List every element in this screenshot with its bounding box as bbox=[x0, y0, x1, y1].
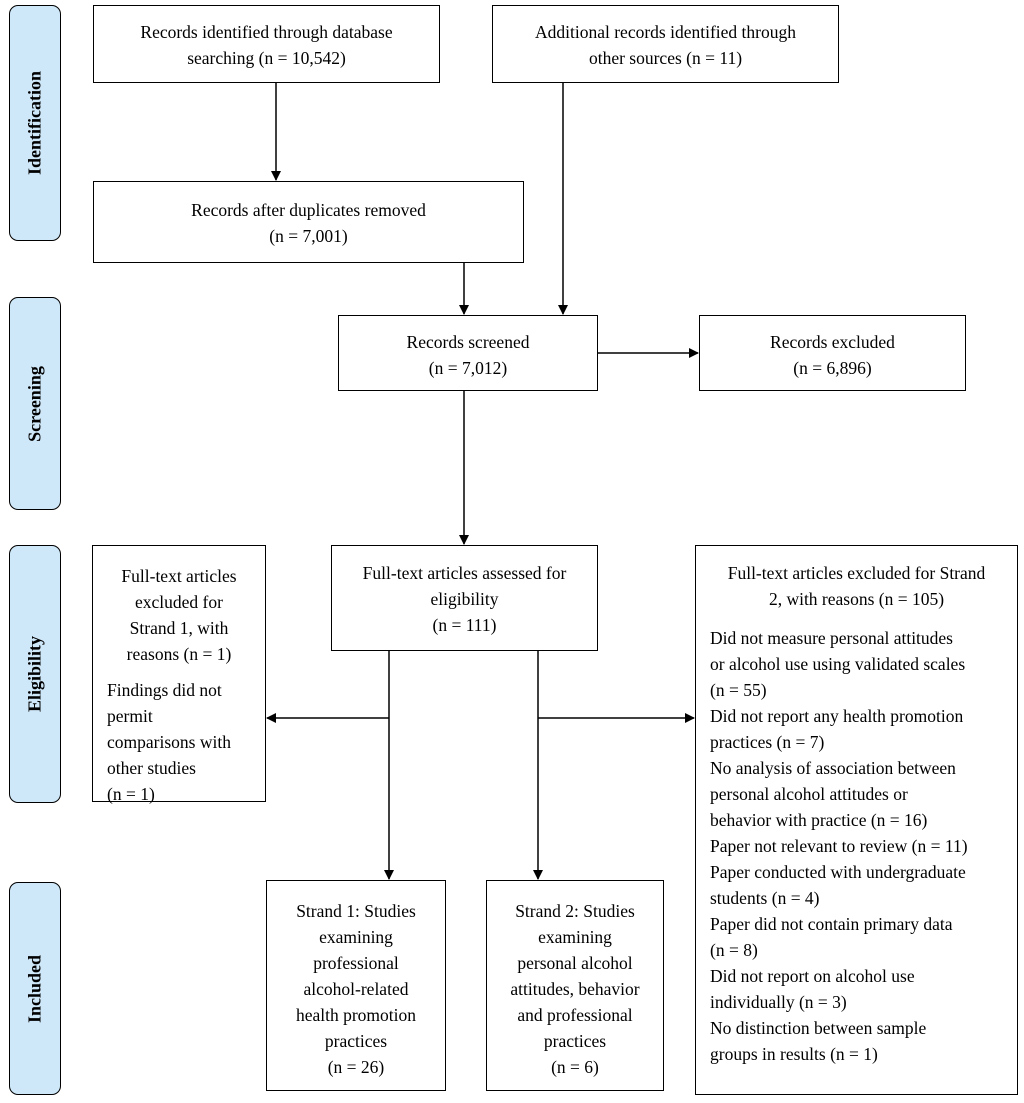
full-text-assessed-box: Full-text articles assessed for eligibil… bbox=[331, 545, 598, 651]
full-text-assessed-line-2: eligibility bbox=[430, 589, 499, 609]
database-records-line-2: searching (n = 10,542) bbox=[187, 48, 346, 68]
excluded-strand2-reason-line-17: groups in results (n = 1) bbox=[710, 1044, 878, 1064]
excluded-strand1-reason-line-5: (n = 1) bbox=[107, 784, 155, 804]
full-text-assessed-line-3: (n = 111) bbox=[432, 615, 497, 635]
excluded-strand2-box: Full-text articles excluded for Strand 2… bbox=[695, 545, 1018, 1095]
strand2-studies-box: Strand 2: Studies examining personal alc… bbox=[486, 880, 664, 1091]
excluded-strand1-header-line-4: reasons (n = 1) bbox=[126, 644, 232, 664]
excluded-strand2-reasons: Did not measure personal attitudes or al… bbox=[710, 625, 1017, 1067]
strand2-line-3: personal alcohol bbox=[517, 953, 633, 973]
strand2-line-7: (n = 6) bbox=[551, 1057, 599, 1077]
other-sources-line-2: other sources (n = 11) bbox=[588, 48, 743, 68]
records-screened-line-1: Records screened bbox=[406, 332, 530, 352]
strand1-line-2: examining bbox=[319, 927, 393, 947]
excluded-strand1-header-line-2: excluded for bbox=[135, 592, 223, 612]
full-text-assessed-line-1: Full-text articles assessed for bbox=[362, 563, 567, 583]
excluded-strand1-reason-line-3: comparisons with bbox=[107, 732, 231, 752]
strand2-line-6: practices bbox=[543, 1031, 607, 1051]
stage-included: Included bbox=[9, 882, 61, 1095]
excluded-strand2-reason-line-16: No distinction between sample bbox=[710, 1018, 927, 1038]
strand2-line-2: examining bbox=[538, 927, 612, 947]
duplicates-removed-line-2: (n = 7,001) bbox=[269, 226, 348, 246]
excluded-strand2-reason-line-2: or alcohol use using validated scales bbox=[710, 654, 966, 674]
excluded-strand2-reason-line-6: No analysis of association between bbox=[710, 758, 956, 778]
excluded-strand2-reason-line-14: Did not report on alcohol use bbox=[710, 966, 915, 986]
stage-eligibility: Eligibility bbox=[9, 545, 61, 803]
excluded-strand2-reason-line-1: Did not measure personal attitudes bbox=[710, 628, 953, 648]
duplicates-removed-line-1: Records after duplicates removed bbox=[191, 200, 426, 220]
strand2-line-5: and professional bbox=[517, 1005, 633, 1025]
stage-identification: Identification bbox=[9, 5, 61, 241]
strand1-line-4: alcohol-related bbox=[303, 979, 409, 999]
excluded-strand2-header: Full-text articles excluded for Strand 2… bbox=[696, 560, 1017, 612]
strand1-line-1: Strand 1: Studies bbox=[296, 901, 416, 921]
database-records-box: Records identified through database sear… bbox=[93, 5, 440, 83]
excluded-strand2-reason-line-7: personal alcohol attitudes or bbox=[710, 784, 908, 804]
excluded-strand1-header: Full-text articles excluded for Strand 1… bbox=[93, 563, 265, 667]
records-excluded-line-2: (n = 6,896) bbox=[793, 358, 872, 378]
excluded-strand2-header-line-1: Full-text articles excluded for Strand bbox=[727, 563, 986, 583]
strand2-line-4: attitudes, behavior bbox=[510, 979, 640, 999]
excluded-strand1-header-line-3: Strand 1, with bbox=[129, 618, 229, 638]
excluded-strand2-reason-line-15: individually (n = 3) bbox=[710, 992, 847, 1012]
records-excluded-line-1: Records excluded bbox=[770, 332, 895, 352]
excluded-strand1-reason-line-1: Findings did not bbox=[107, 680, 222, 700]
excluded-strand2-reason-line-10: Paper conducted with undergraduate bbox=[710, 862, 966, 882]
strand1-line-5: health promotion bbox=[295, 1005, 417, 1025]
excluded-strand2-reason-line-4: Did not report any health promotion bbox=[710, 706, 964, 726]
database-records-line-1: Records identified through database bbox=[140, 22, 393, 42]
excluded-strand2-reason-line-9: Paper not relevant to review (n = 11) bbox=[710, 836, 968, 856]
excluded-strand2-reason-line-3: (n = 55) bbox=[710, 680, 767, 700]
excluded-strand2-reason-line-12: Paper did not contain primary data bbox=[710, 914, 953, 934]
other-sources-box: Additional records identified through ot… bbox=[492, 5, 839, 83]
excluded-strand1-reason-line-4: other studies bbox=[107, 758, 196, 778]
records-screened-line-2: (n = 7,012) bbox=[428, 358, 508, 378]
strand2-line-1: Strand 2: Studies bbox=[515, 901, 635, 921]
records-screened-box: Records screened (n = 7,012) bbox=[338, 315, 598, 391]
duplicates-removed-box: Records after duplicates removed (n = 7,… bbox=[93, 181, 524, 263]
strand1-line-6: practices bbox=[324, 1031, 388, 1051]
excluded-strand2-header-line-2: 2, with reasons (n = 105) bbox=[768, 589, 945, 609]
excluded-strand2-reason-line-5: practices (n = 7) bbox=[710, 732, 825, 752]
excluded-strand2-reason-line-13: (n = 8) bbox=[710, 940, 758, 960]
excluded-strand1-box: Full-text articles excluded for Strand 1… bbox=[92, 545, 266, 804]
excluded-strand2-reason-line-11: students (n = 4) bbox=[710, 888, 820, 908]
strand1-studies-box: Strand 1: Studies examining professional… bbox=[266, 880, 446, 1091]
other-sources-line-1: Additional records identified through bbox=[535, 22, 796, 42]
records-excluded-box: Records excluded (n = 6,896) bbox=[699, 315, 966, 391]
excluded-strand2-reason-line-8: behavior with practice (n = 16) bbox=[710, 810, 928, 830]
strand1-line-3: professional bbox=[313, 953, 399, 973]
strand1-line-7: (n = 26) bbox=[327, 1057, 385, 1077]
stage-screening: Screening bbox=[9, 297, 61, 510]
excluded-strand1-header-line-1: Full-text articles bbox=[121, 566, 237, 586]
excluded-strand1-reasons: Findings did not permit comparisons with… bbox=[107, 677, 265, 807]
excluded-strand1-reason-line-2: permit bbox=[107, 706, 153, 726]
